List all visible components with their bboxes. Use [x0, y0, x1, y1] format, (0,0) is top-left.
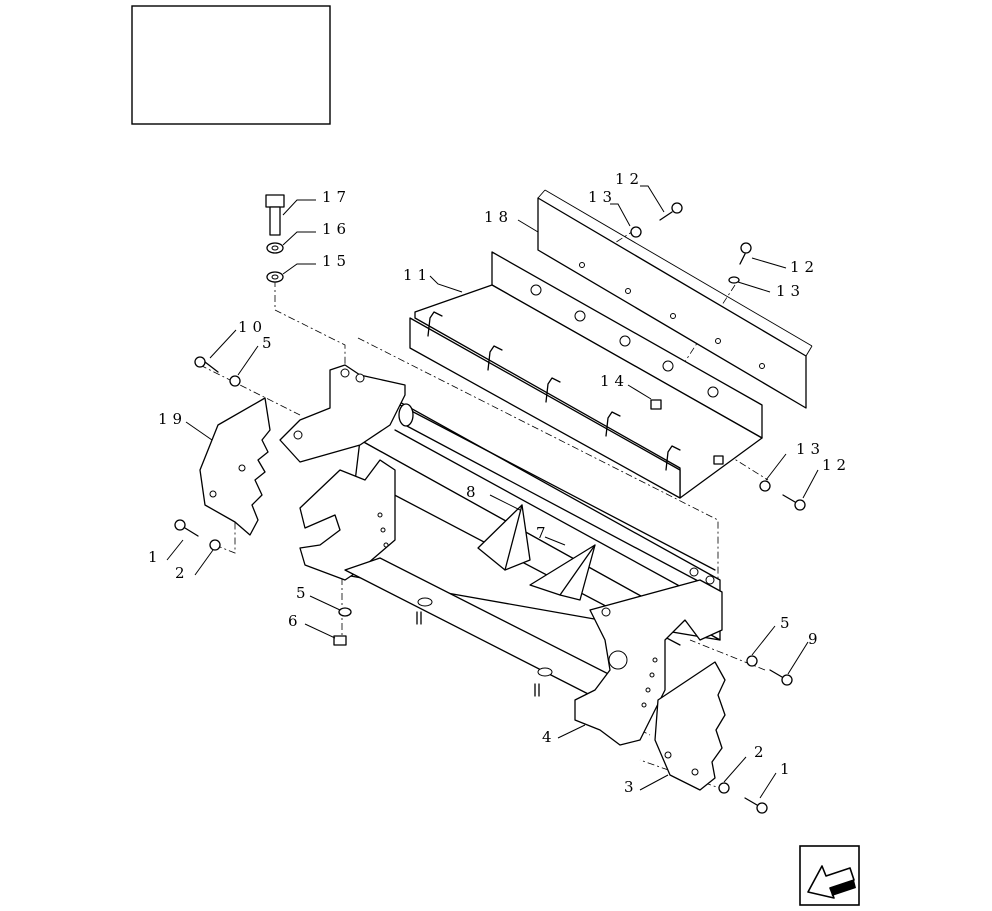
callout-19: 19 — [158, 410, 187, 428]
callout-3: 3 — [624, 778, 639, 796]
callout-7: 7 — [536, 524, 551, 542]
bolt-9 — [746, 655, 793, 686]
previous-page-arrow-icon[interactable] — [799, 845, 860, 906]
cone-8 — [477, 504, 531, 571]
callout-9: 9 — [808, 630, 823, 648]
callout-10: 10 — [238, 318, 267, 336]
callout-14: 14 — [600, 372, 629, 390]
callout-12-right: 12 — [822, 456, 851, 474]
bolt-1-left — [174, 519, 221, 551]
bolt-10 — [194, 356, 241, 387]
callout-15: 15 — [322, 252, 351, 270]
callout-13-mid: 13 — [776, 282, 805, 300]
deflector-11 — [409, 251, 763, 499]
callout-2-left: 2 — [175, 564, 190, 582]
bolt-17-stack — [265, 194, 285, 283]
bolt-1-right — [718, 782, 768, 814]
callout-16: 16 — [322, 220, 351, 238]
bolt-12-right — [759, 480, 806, 511]
plate-18 — [537, 189, 813, 409]
bolt-12-mid — [650, 242, 752, 410]
bolt-12-top — [630, 202, 683, 238]
callout-8: 8 — [466, 483, 481, 501]
callout-12-mid: 12 — [790, 258, 819, 276]
callout-labels: 17 16 15 18 13 12 12 13 11 10 5 19 14 13… — [148, 170, 851, 796]
callout-11: 11 — [403, 266, 432, 284]
callout-1-right: 1 — [780, 760, 795, 778]
callout-17: 17 — [322, 188, 351, 206]
leader-lines — [166, 185, 819, 799]
callout-18: 18 — [484, 208, 513, 226]
callout-4: 4 — [542, 728, 557, 746]
callout-13-top: 13 — [588, 188, 617, 206]
callout-5-left: 5 — [262, 334, 277, 352]
callout-6: 6 — [288, 612, 303, 630]
side-plate-3 — [654, 661, 726, 791]
callout-1-left: 1 — [148, 548, 163, 566]
callout-5-right: 5 — [780, 614, 795, 632]
callout-5-mid: 5 — [296, 584, 311, 602]
frame-4 — [279, 364, 723, 746]
cone-7 — [529, 544, 596, 601]
side-plate-19 — [199, 397, 271, 536]
nut-6 — [333, 607, 352, 646]
callout-2-right: 2 — [754, 743, 769, 761]
callout-12-top: 12 — [615, 170, 644, 188]
callout-13-right: 13 — [796, 440, 825, 458]
title-block-box — [131, 5, 331, 125]
